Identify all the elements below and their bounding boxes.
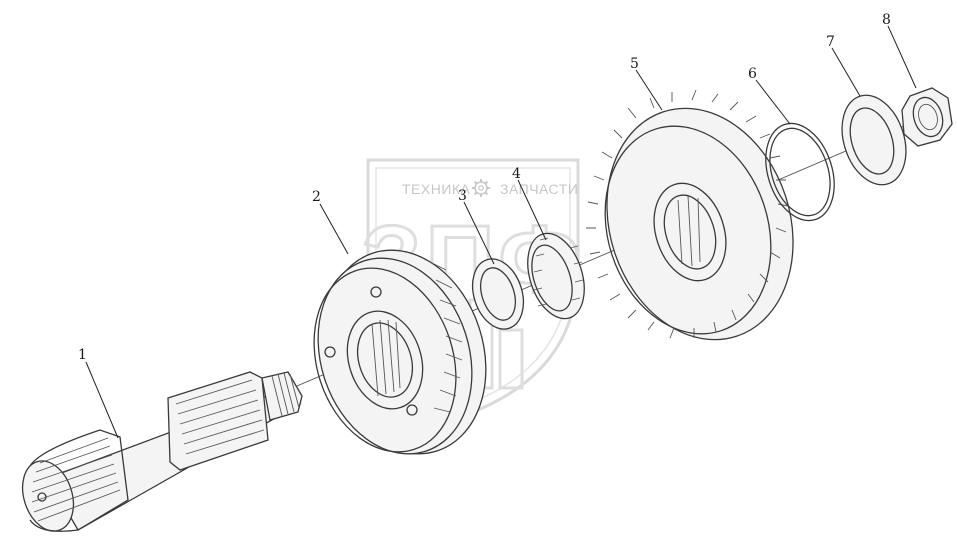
callout-8: 8 [882,12,891,28]
leader-8 [887,25,917,89]
callout-4: 4 [512,166,521,182]
callout-2: 2 [312,189,321,205]
part-3-ring [471,258,525,330]
callout-6: 6 [748,66,757,82]
leader-3 [463,201,495,265]
gear-icon [472,179,490,197]
callout-1: 1 [78,347,87,363]
leader-4 [517,179,547,241]
watermark-brand-left: ТЕХНИКА [402,181,471,197]
callout-7: 7 [826,34,835,50]
callout-3: 3 [458,188,467,204]
leader-7 [831,47,861,97]
part-8-nut [901,87,953,147]
watermark-brand-right: ЗАПЧАСТИ [500,181,578,197]
callouts: 1 2 3 4 5 6 7 8 [78,12,891,363]
part-4-blocker-ring [527,232,585,320]
part-2-synchronizer-hub [313,249,487,455]
leader-2 [319,203,349,255]
part-6-snap-ring [765,122,835,222]
leader-1 [85,361,119,439]
part-1-splined-shaft [21,371,303,532]
leader-lines [85,25,917,439]
leader-5 [635,69,663,111]
part-7-washer [841,94,907,186]
part-5-large-gear [586,89,794,341]
leader-6 [755,79,791,125]
callout-5: 5 [630,56,639,72]
